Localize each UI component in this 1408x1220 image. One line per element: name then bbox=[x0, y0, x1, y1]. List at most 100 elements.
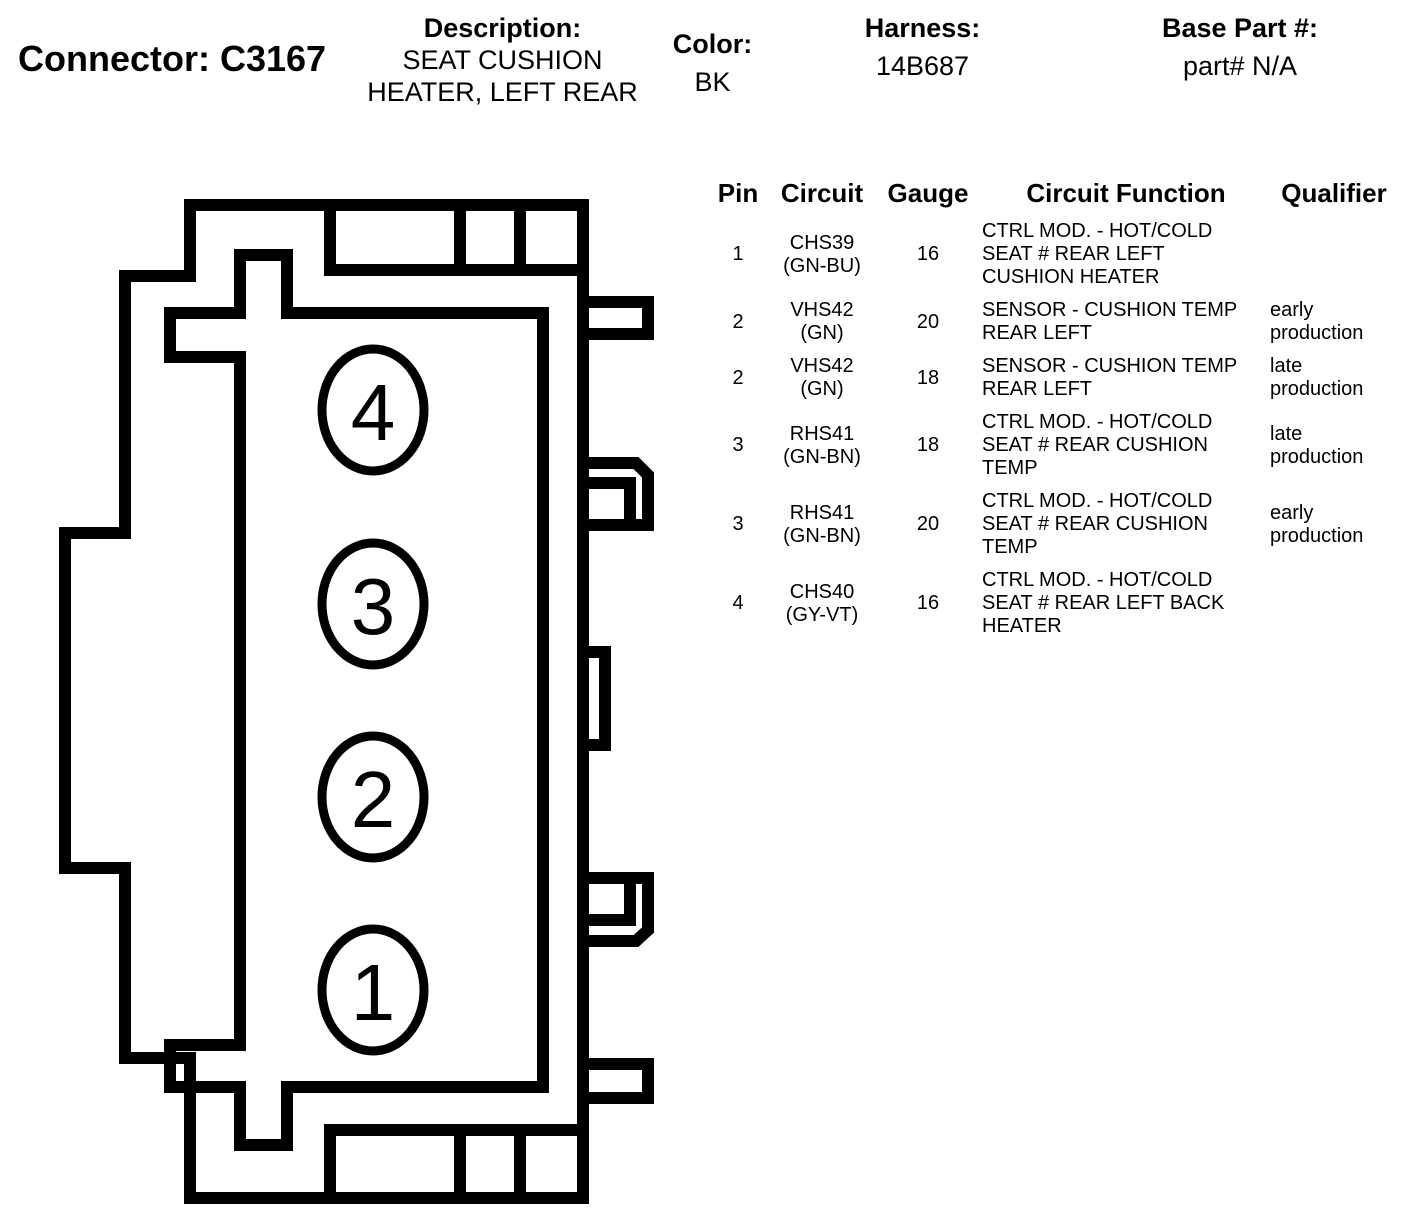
qualifier-line bbox=[1270, 581, 1398, 604]
cavity-outline bbox=[164, 249, 549, 1151]
pin-cell: 3 bbox=[732, 434, 744, 456]
pin-3-label: 3 bbox=[351, 562, 396, 651]
pin-cell: 2 bbox=[732, 310, 744, 333]
function-line: SEAT # REAR LEFT bbox=[982, 243, 1165, 265]
circuit-wire-color: (GN-BN) bbox=[783, 445, 861, 468]
pinout-header-row: Pin Circuit Gauge Circuit Function Quali… bbox=[710, 178, 1398, 215]
function-line: SEAT # REAR CUSHION bbox=[982, 434, 1208, 456]
gauge-cell: 16 bbox=[916, 243, 940, 265]
connector-title: Connector: C3167 bbox=[18, 38, 327, 79]
qualifier-cell bbox=[1270, 564, 1398, 643]
function-line: HEATER bbox=[982, 615, 1062, 637]
header-qualifier: Qualifier bbox=[1281, 178, 1387, 208]
color-block: Color: BK bbox=[660, 28, 765, 98]
gauge-cell: 20 bbox=[916, 310, 940, 333]
circuit-cell: RHS41(GN-BN) bbox=[766, 406, 878, 485]
qualifier-cell bbox=[1270, 215, 1398, 294]
circuit-name: RHS41 bbox=[789, 501, 855, 524]
qualifier-line bbox=[1270, 604, 1398, 627]
qualifier-line bbox=[1270, 232, 1398, 255]
circuit-cell: CHS40(GY-VT) bbox=[766, 564, 878, 643]
pin-cell: 1 bbox=[732, 243, 744, 265]
top-latch bbox=[324, 210, 583, 276]
function-line: SEAT # REAR LEFT BACK bbox=[982, 592, 1225, 614]
qualifier-line: early bbox=[1270, 501, 1314, 524]
gauge-cell: 18 bbox=[916, 366, 940, 389]
description-label: Description: bbox=[423, 13, 582, 43]
circuit-name: VHS42 bbox=[790, 299, 854, 321]
circuit-cell: VHS42(GN) bbox=[766, 350, 878, 406]
gauge-cell: 16 bbox=[916, 592, 940, 614]
circuit-name: CHS39 bbox=[789, 231, 855, 254]
side-tab-5 bbox=[583, 1058, 654, 1104]
description-value-line2: HEATER, LEFT REAR bbox=[367, 77, 638, 107]
color-label: Color: bbox=[672, 29, 753, 59]
side-tab-1 bbox=[583, 296, 654, 340]
pin-cell: 4 bbox=[732, 592, 744, 614]
pin-4-label: 4 bbox=[351, 368, 396, 457]
circuit-name: RHS41 bbox=[789, 422, 855, 445]
qualifier-line: early bbox=[1270, 299, 1314, 321]
side-tab-3 bbox=[583, 646, 611, 751]
header-pin: Pin bbox=[717, 178, 759, 208]
function-line: SENSOR - CUSHION TEMP bbox=[982, 299, 1238, 321]
function-line: CTRL MOD. - HOT/COLD bbox=[982, 490, 1213, 512]
header-circuit-function: Circuit Function bbox=[1026, 178, 1226, 208]
description-value-line1: SEAT CUSHION bbox=[402, 45, 603, 75]
pinout-table: Pin Circuit Gauge Circuit Function Quali… bbox=[710, 178, 1398, 643]
connector-face-diagram: 4 3 2 1 bbox=[59, 199, 654, 1204]
function-line: TEMP bbox=[982, 536, 1038, 558]
function-line: REAR LEFT bbox=[982, 378, 1093, 400]
harness-block: Harness: 14B687 bbox=[835, 12, 1010, 82]
function-line: SENSOR - CUSHION TEMP bbox=[982, 355, 1238, 377]
function-line: SEAT # REAR CUSHION bbox=[982, 513, 1208, 535]
base-part-value: part# N/A bbox=[1182, 51, 1298, 81]
qualifier-line: production bbox=[1270, 524, 1364, 547]
pin-1-outline bbox=[317, 924, 429, 1056]
qualifier-line: late bbox=[1270, 355, 1303, 377]
function-line: CTRL MOD. - HOT/COLD bbox=[982, 569, 1213, 591]
gauge-cell: 20 bbox=[916, 513, 940, 535]
qualifier-line: production bbox=[1270, 378, 1364, 400]
circuit-wire-color: (GN) bbox=[800, 378, 844, 400]
header-circuit: Circuit bbox=[780, 178, 864, 208]
circuit-wire-color: (GN-BU) bbox=[783, 254, 861, 277]
side-tab-4 bbox=[583, 872, 654, 947]
housing-outline bbox=[59, 199, 589, 1204]
header-gauge: Gauge bbox=[887, 178, 969, 208]
circuit-cell: VHS42(GN) bbox=[766, 294, 878, 350]
pin-2-outline bbox=[317, 731, 429, 863]
circuit-cell: CHS39(GN-BU) bbox=[766, 215, 878, 294]
function-line: CTRL MOD. - HOT/COLD bbox=[982, 411, 1213, 433]
circuit-name: VHS42 bbox=[790, 355, 854, 377]
color-value: BK bbox=[694, 67, 731, 97]
harness-label: Harness: bbox=[864, 13, 981, 43]
harness-value: 14B687 bbox=[875, 51, 970, 81]
pin-cavities bbox=[317, 344, 429, 1056]
qualifier-line: production bbox=[1270, 322, 1364, 344]
side-tab-2 bbox=[583, 457, 654, 531]
pin-cell: 2 bbox=[732, 366, 744, 389]
circuit-wire-color: (GN) bbox=[800, 322, 844, 344]
pin-cell: 3 bbox=[732, 513, 744, 535]
qualifier-line: late bbox=[1270, 422, 1303, 445]
pin-2-label: 2 bbox=[351, 755, 396, 844]
base-part-label: Base Part #: bbox=[1161, 13, 1319, 43]
gauge-cell: 18 bbox=[916, 434, 940, 456]
bottom-latch bbox=[324, 1124, 583, 1193]
qualifier-line bbox=[1270, 255, 1398, 278]
